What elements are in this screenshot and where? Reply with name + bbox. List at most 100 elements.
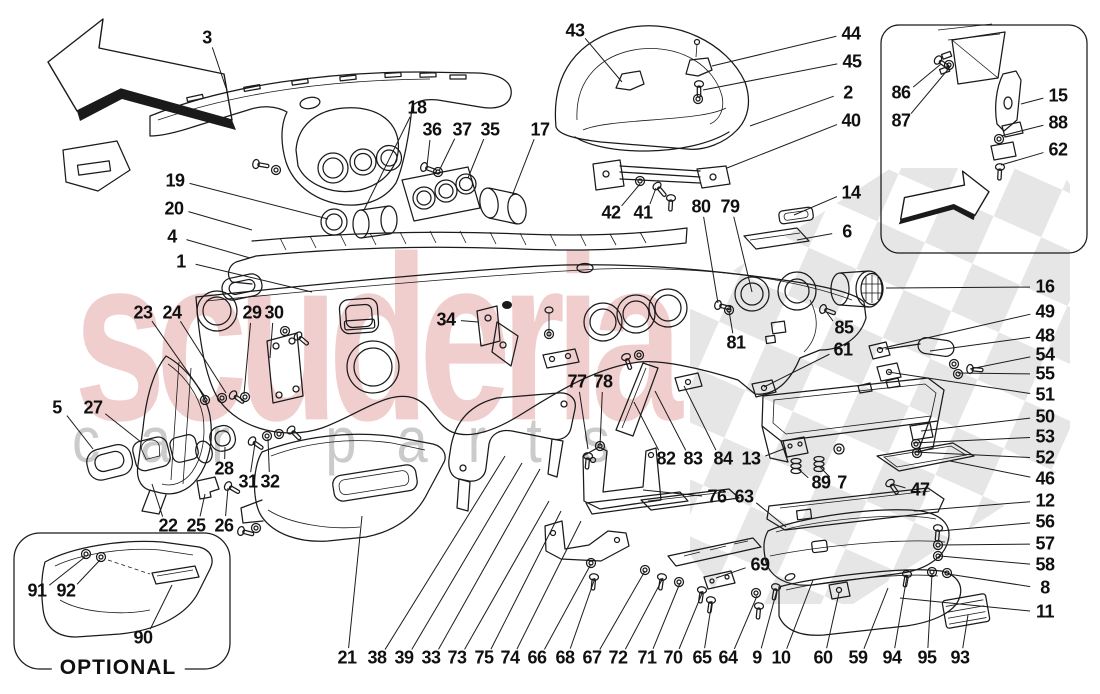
part-number-85: 85	[834, 317, 854, 338]
leader-lines	[49, 36, 1043, 649]
part-number-14: 14	[841, 182, 861, 203]
part-number-45: 45	[842, 51, 862, 72]
shroud-mounting-rail	[593, 160, 730, 212]
lower-support-brackets	[545, 489, 761, 589]
part-number-34: 34	[436, 309, 456, 330]
part-number-76: 76	[707, 486, 727, 507]
part-number-49: 49	[1035, 301, 1055, 322]
part-number-3: 3	[202, 27, 212, 48]
part-number-51: 51	[1035, 384, 1055, 405]
part-number-86: 86	[891, 82, 911, 103]
center-bridge-bracket	[449, 393, 576, 511]
part-number-18: 18	[407, 97, 427, 118]
part-number-95: 95	[917, 647, 937, 668]
part-number-44: 44	[841, 23, 861, 44]
part-number-17: 17	[530, 119, 550, 140]
lower-dash-panel	[241, 423, 445, 542]
part-number-13: 13	[741, 448, 761, 469]
column-bracket	[477, 301, 579, 368]
part-number-69: 69	[750, 554, 770, 575]
part-number-42: 42	[601, 202, 621, 223]
part-number-9: 9	[752, 647, 762, 668]
part-number-67: 67	[582, 647, 602, 668]
optional-box-label: OPTIONAL	[51, 656, 185, 680]
part-number-70: 70	[663, 647, 683, 668]
dashboard-main-body	[196, 264, 866, 435]
part-number-5: 5	[52, 397, 62, 418]
part-number-82: 82	[656, 448, 676, 469]
side-bracket-plate	[199, 325, 312, 453]
part-number-7: 7	[837, 472, 847, 493]
part-number-15: 15	[1048, 85, 1068, 106]
air-vent-cylinder	[831, 271, 883, 307]
diagonal-brace	[616, 349, 702, 437]
part-number-31: 31	[238, 471, 258, 492]
part-number-52: 52	[1035, 447, 1055, 468]
bracket-detail-inset-box	[881, 24, 1087, 253]
part-number-53: 53	[1035, 426, 1055, 447]
part-number-60: 60	[813, 647, 833, 668]
part-number-36: 36	[422, 119, 442, 140]
part-number-26: 26	[214, 515, 234, 536]
part-number-93: 93	[950, 647, 970, 668]
part-number-61: 61	[833, 339, 853, 360]
part-number-78: 78	[593, 371, 613, 392]
instrument-binnacle-shroud	[555, 26, 748, 151]
part-number-54: 54	[1035, 344, 1055, 365]
part-number-55: 55	[1035, 363, 1055, 384]
part-number-68: 68	[555, 647, 575, 668]
part-number-38: 38	[367, 647, 387, 668]
part-number-59: 59	[848, 647, 868, 668]
part-number-50: 50	[1035, 406, 1055, 427]
part-number-48: 48	[1035, 325, 1055, 346]
part-number-75: 75	[474, 647, 494, 668]
part-number-39: 39	[394, 647, 414, 668]
part-number-77: 77	[567, 371, 587, 392]
part-number-40: 40	[841, 110, 861, 131]
part-number-12: 12	[1035, 490, 1055, 511]
part-number-87: 87	[891, 110, 911, 131]
part-number-91: 91	[27, 580, 47, 601]
part-number-89: 89	[811, 472, 831, 493]
part-number-22: 22	[158, 515, 178, 536]
part-number-79: 79	[720, 196, 740, 217]
part-number-41: 41	[633, 202, 653, 223]
part-number-19: 19	[165, 170, 185, 191]
part-number-74: 74	[500, 647, 520, 668]
part-number-8: 8	[1040, 577, 1050, 598]
part-number-29: 29	[242, 302, 262, 323]
part-number-4: 4	[167, 226, 177, 247]
optional-inset-box	[14, 533, 230, 669]
part-number-30: 30	[264, 302, 284, 323]
part-number-23: 23	[133, 302, 153, 323]
part-number-10: 10	[771, 647, 791, 668]
part-number-58: 58	[1035, 554, 1055, 575]
part-number-64: 64	[718, 647, 738, 668]
part-number-66: 66	[527, 647, 547, 668]
part-number-73: 73	[447, 647, 467, 668]
glovebox-lid-and-rail	[767, 443, 974, 579]
part-number-88: 88	[1048, 112, 1068, 133]
part-number-24: 24	[162, 302, 182, 323]
part-number-83: 83	[683, 448, 703, 469]
checkered-flag-watermark	[690, 168, 1070, 604]
left-end-pod	[84, 356, 262, 540]
fastener-cluster	[585, 557, 796, 620]
part-number-32: 32	[260, 471, 280, 492]
part-number-43: 43	[565, 20, 585, 41]
gas-strut-and-latch	[869, 337, 984, 381]
part-number-80: 80	[691, 196, 711, 217]
part-number-2: 2	[843, 82, 853, 103]
upper-dashboard-cover	[63, 72, 511, 205]
part-number-6: 6	[842, 221, 852, 242]
part-number-20: 20	[164, 198, 184, 219]
part-number-25: 25	[186, 515, 206, 536]
part-number-47: 47	[910, 479, 930, 500]
defroster-duct-assembly	[220, 161, 687, 302]
part-number-1: 1	[176, 251, 186, 272]
part-number-16: 16	[1035, 276, 1055, 297]
part-number-94: 94	[882, 647, 902, 668]
part-number-62: 62	[1048, 139, 1068, 160]
